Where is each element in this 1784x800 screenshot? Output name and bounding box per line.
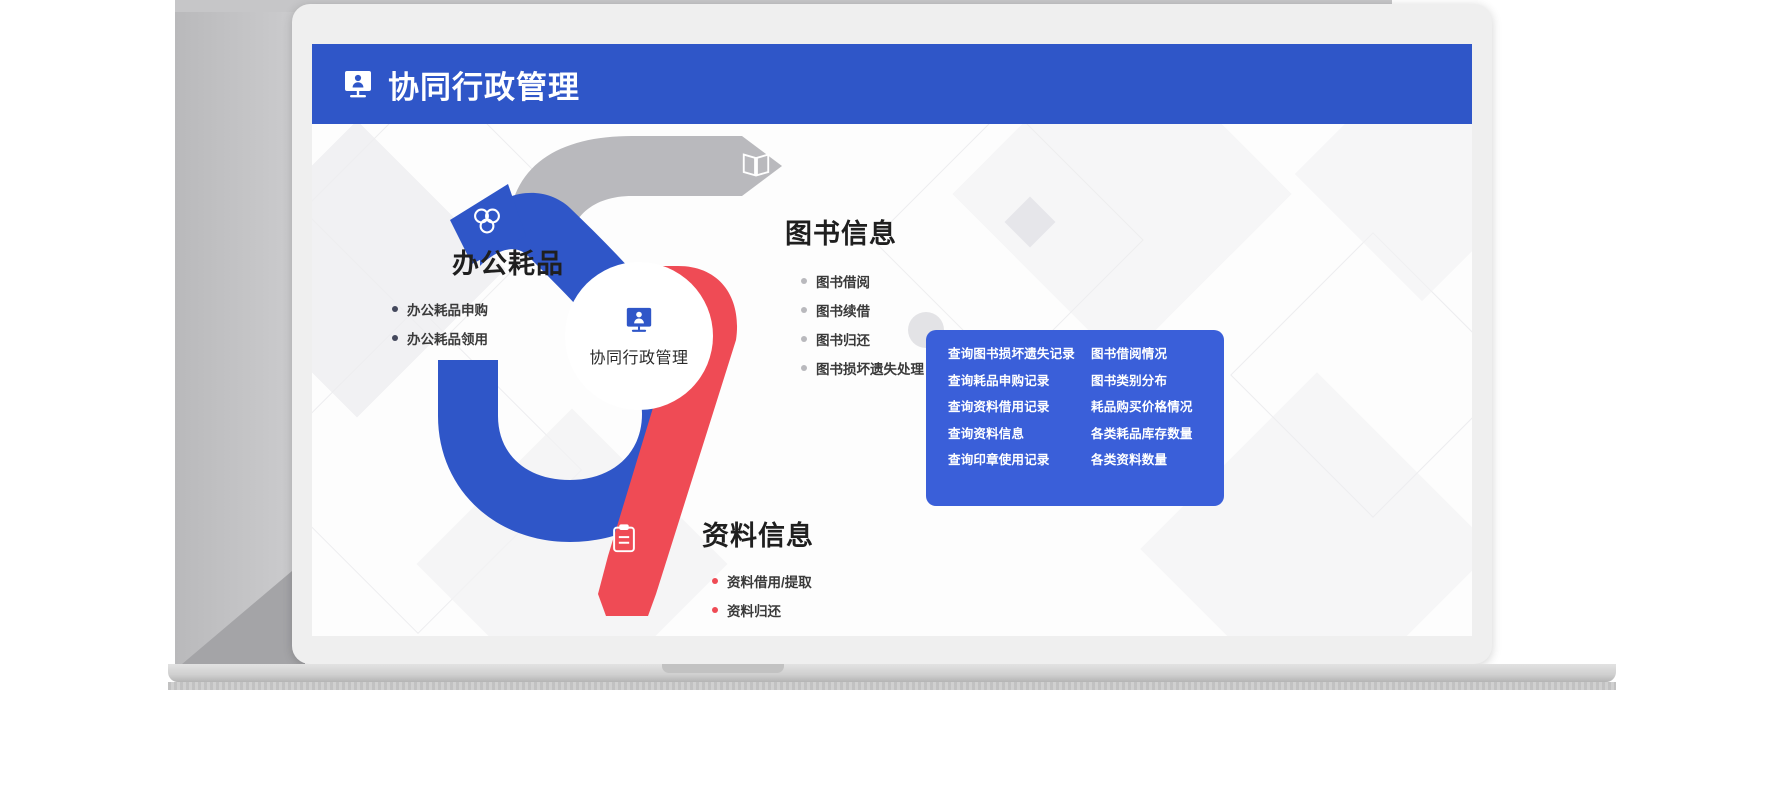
branch-title: 办公耗品 — [452, 249, 564, 279]
query-item[interactable]: 查询印章使用记录 — [948, 453, 1050, 467]
branch-document-info: 资料信息 资料借用/提取 资料归还 — [702, 514, 982, 629]
list-item[interactable]: 图书借阅 — [785, 271, 1065, 291]
bullet-icon — [801, 336, 807, 342]
list-item[interactable]: 图书归还 — [785, 329, 1065, 349]
branch-title: 资料信息 — [702, 521, 814, 551]
app-title: 协同行政管理 — [388, 69, 580, 105]
diagram-canvas: 协同行政管理 — [312, 124, 1472, 636]
hub-label: 协同行政管理 — [589, 349, 689, 367]
list-item[interactable]: 图书损坏遗失处理 — [785, 358, 1065, 378]
list-item-label: 资料归还 — [727, 604, 781, 619]
query-item[interactable]: 各类资料数量 — [1091, 453, 1168, 467]
bullet-icon — [801, 307, 807, 313]
list-item[interactable]: 办公耗品申购 — [334, 299, 564, 319]
monitor-user-icon — [624, 305, 654, 335]
list-item-label: 办公耗品领用 — [407, 332, 488, 347]
list-item-label: 资料借用/提取 — [727, 575, 812, 590]
query-column-left: 查询图书损坏遗失记录 查询耗品申购记录 查询资料借用记录 查询资料信息 查询印章… — [926, 348, 1081, 506]
branch-item-list: 办公耗品申购 办公耗品领用 — [334, 299, 564, 348]
query-item[interactable]: 查询耗品申购记录 — [948, 373, 1050, 388]
branch-title: 图书信息 — [785, 219, 897, 249]
bullet-icon — [392, 306, 398, 312]
list-item[interactable]: 图书续借 — [785, 300, 1065, 320]
query-item[interactable]: 图书借阅情况 — [1091, 347, 1168, 361]
list-item-label: 图书损坏遗失处理 — [816, 362, 924, 377]
laptop-foot — [168, 682, 1616, 690]
bullet-icon — [801, 278, 807, 284]
list-item-label: 办公耗品申购 — [407, 303, 488, 318]
list-item-label: 图书归还 — [816, 333, 870, 348]
list-item[interactable]: 办公耗品领用 — [334, 328, 564, 348]
query-panel: 查询图书损坏遗失记录 查询耗品申购记录 查询资料借用记录 查询资料信息 查询印章… — [926, 330, 1224, 506]
clipboard-icon — [608, 522, 640, 559]
list-item-label: 图书借阅 — [816, 275, 870, 290]
screen: 协同行政管理 — [312, 44, 1472, 636]
branch-book-info: 图书信息 图书借阅 图书续借 图书归还 — [785, 212, 1065, 387]
query-item[interactable]: 图书类别分布 — [1091, 373, 1168, 388]
bullet-icon — [712, 578, 718, 584]
list-item[interactable]: 资料借用/提取 — [702, 571, 982, 591]
branch-item-list: 图书借阅 图书续借 图书归还 图书损坏遗失处理 — [785, 271, 1065, 378]
query-item[interactable]: 查询资料借用记录 — [948, 400, 1050, 414]
background-triangle-left — [175, 560, 305, 670]
laptop-notch — [662, 664, 784, 673]
list-item-label: 图书续借 — [816, 304, 870, 319]
branch-office-supplies: 办公耗品 办公耗品申购 办公耗品领用 — [334, 242, 564, 357]
app-header: 协同行政管理 — [312, 44, 1472, 124]
bullet-icon — [801, 365, 807, 371]
molecule-icon — [470, 204, 504, 243]
list-item[interactable]: 资料归还 — [702, 600, 982, 620]
query-item[interactable]: 耗品购买价格情况 — [1091, 400, 1193, 414]
bullet-icon — [712, 607, 718, 613]
laptop-base — [168, 664, 1616, 682]
center-hub: 协同行政管理 — [565, 262, 713, 410]
presentation-user-icon — [342, 68, 374, 100]
query-item[interactable]: 查询资料信息 — [948, 426, 1025, 441]
bullet-icon — [392, 335, 398, 341]
branch-item-list: 资料借用/提取 资料归还 — [702, 571, 982, 620]
query-column-right: 图书借阅情况 图书类别分布 耗品购买价格情况 各类耗品库存数量 各类资料数量 — [1081, 348, 1224, 506]
query-item[interactable]: 各类耗品库存数量 — [1091, 426, 1193, 441]
query-item[interactable]: 查询图书损坏遗失记录 — [948, 347, 1076, 361]
open-book-icon — [740, 148, 772, 185]
